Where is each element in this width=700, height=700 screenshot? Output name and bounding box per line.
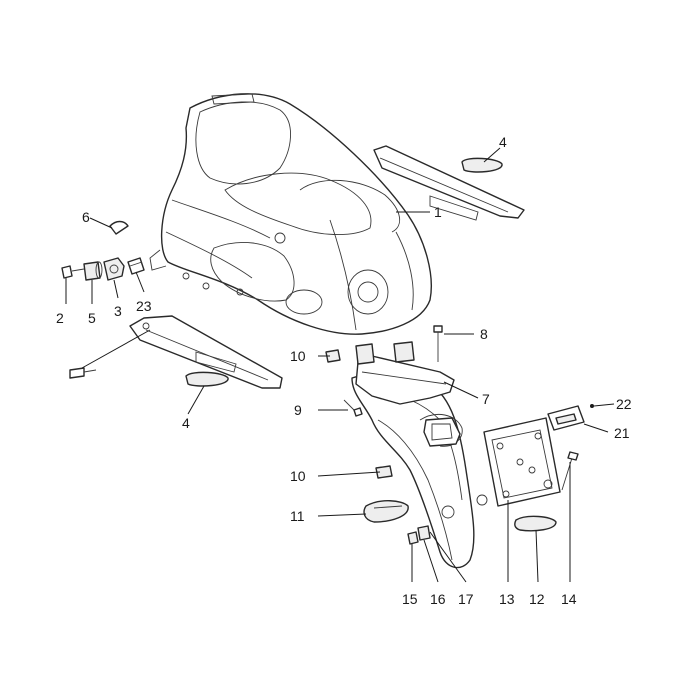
trim-screw (69, 367, 97, 379)
washer-part-15 (407, 531, 419, 545)
license-plate-holder-part-13 (483, 417, 561, 507)
side-trim-panel-left (129, 315, 283, 389)
callout-11: 11 (290, 508, 305, 524)
callout-21: 21 (614, 425, 630, 441)
screw-part-8 (433, 325, 443, 362)
callout-22: 22 (616, 396, 632, 412)
callout-16: 16 (430, 591, 446, 607)
leader-lines (65, 147, 615, 583)
callout-10-lower: 10 (290, 468, 306, 484)
callout-17: 17 (458, 591, 474, 607)
callout-7: 7 (482, 391, 490, 407)
tail-bracket-part-7 (355, 341, 461, 447)
callout-10-upper: 10 (290, 348, 306, 364)
small-bracket-part-21 (547, 405, 585, 431)
front-shield-body-part (149, 93, 432, 335)
nut-part-10-lower (375, 465, 393, 479)
callout-5: 5 (88, 310, 96, 326)
screw-part-9 (343, 399, 363, 417)
callout-14: 14 (561, 591, 577, 607)
callout-1: 1 (434, 204, 442, 220)
callout-8: 8 (480, 326, 488, 342)
spacer-part-5 (83, 261, 103, 281)
callout-4-top: 4 (499, 134, 507, 150)
callout-12: 12 (529, 591, 545, 607)
callout-13: 13 (499, 591, 515, 607)
grommet-part-3 (103, 257, 125, 281)
callout-labels: 1 2 3 4 4 5 6 7 8 9 10 10 11 12 13 14 15… (56, 134, 632, 607)
rivet-part-22 (590, 404, 594, 408)
spring-clip-part-6 (109, 220, 129, 235)
nut-part-10-upper (325, 349, 341, 363)
bolt-part-2 (61, 265, 85, 279)
callout-9: 9 (294, 402, 302, 418)
callout-23: 23 (136, 298, 152, 314)
callout-6: 6 (82, 209, 90, 225)
callout-4-bottom: 4 (182, 415, 190, 431)
callout-2: 2 (56, 310, 64, 326)
rear-reflector-part-11 (363, 500, 409, 523)
reflector-badge-bottom (185, 371, 229, 387)
clip-nut-part-23 (127, 257, 145, 275)
clip-part-16 (417, 525, 431, 541)
plate-light-part-12 (514, 515, 557, 532)
callout-3: 3 (114, 303, 122, 319)
reflector-badge-top (461, 157, 503, 173)
callout-15: 15 (402, 591, 418, 607)
side-trim-panel-right (373, 145, 525, 221)
